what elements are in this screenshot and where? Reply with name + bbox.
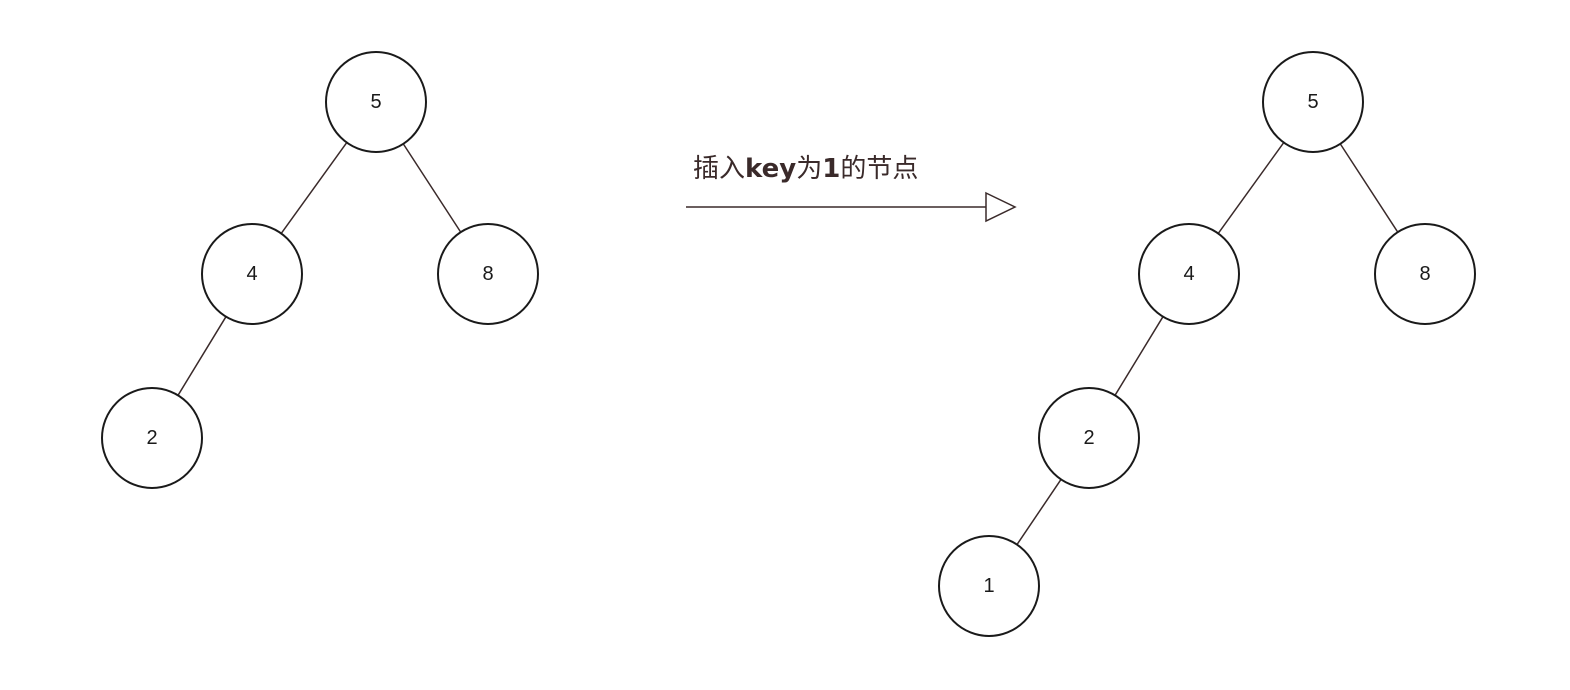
node-circle: [1374, 223, 1476, 325]
tree-node-1: 1: [938, 535, 1040, 637]
node-key-label: 1: [983, 575, 994, 597]
node-key-label: 5: [370, 91, 381, 113]
node-key-label: 4: [1183, 263, 1194, 285]
tree-node-5: 5: [1262, 51, 1364, 153]
edge-5-to-8: [1339, 143, 1399, 233]
node-circle: [201, 223, 303, 325]
tree-node-2: 2: [1038, 387, 1140, 489]
node-circle: [325, 51, 427, 153]
node-circle: [1038, 387, 1140, 489]
tree-node-5: 5: [325, 51, 427, 153]
tree-node-2: 2: [101, 387, 203, 489]
edge-2-to-1: [1016, 479, 1062, 545]
tree-before-insertion: 5 4 8 2: [101, 51, 539, 489]
node-circle: [1262, 51, 1364, 153]
tree-node-4: 4: [1138, 223, 1240, 325]
node-key-label: 8: [1419, 263, 1430, 285]
node-circle: [1138, 223, 1240, 325]
edge-5-to-4: [280, 142, 348, 234]
tree-after-insertion: 5 4 8 2 1: [938, 51, 1476, 637]
node-key-label: 2: [1083, 427, 1094, 449]
node-circle: [101, 387, 203, 489]
edge-5-to-4: [1217, 142, 1285, 234]
edge-4-to-2: [177, 316, 227, 396]
node-circle: [437, 223, 539, 325]
tree-node-8: 8: [1374, 223, 1476, 325]
tree-node-8: 8: [437, 223, 539, 325]
edge-4-to-2: [1114, 316, 1164, 396]
edge-5-to-8: [402, 143, 462, 233]
node-key-label: 4: [246, 263, 257, 285]
node-circle: [938, 535, 1040, 637]
tree-node-4: 4: [201, 223, 303, 325]
node-key-label: 2: [146, 427, 157, 449]
node-key-label: 5: [1307, 91, 1318, 113]
insertion-arrow: [686, 191, 1017, 223]
node-key-label: 8: [482, 263, 493, 285]
insertion-caption: 插入key为1的节点: [693, 154, 919, 184]
